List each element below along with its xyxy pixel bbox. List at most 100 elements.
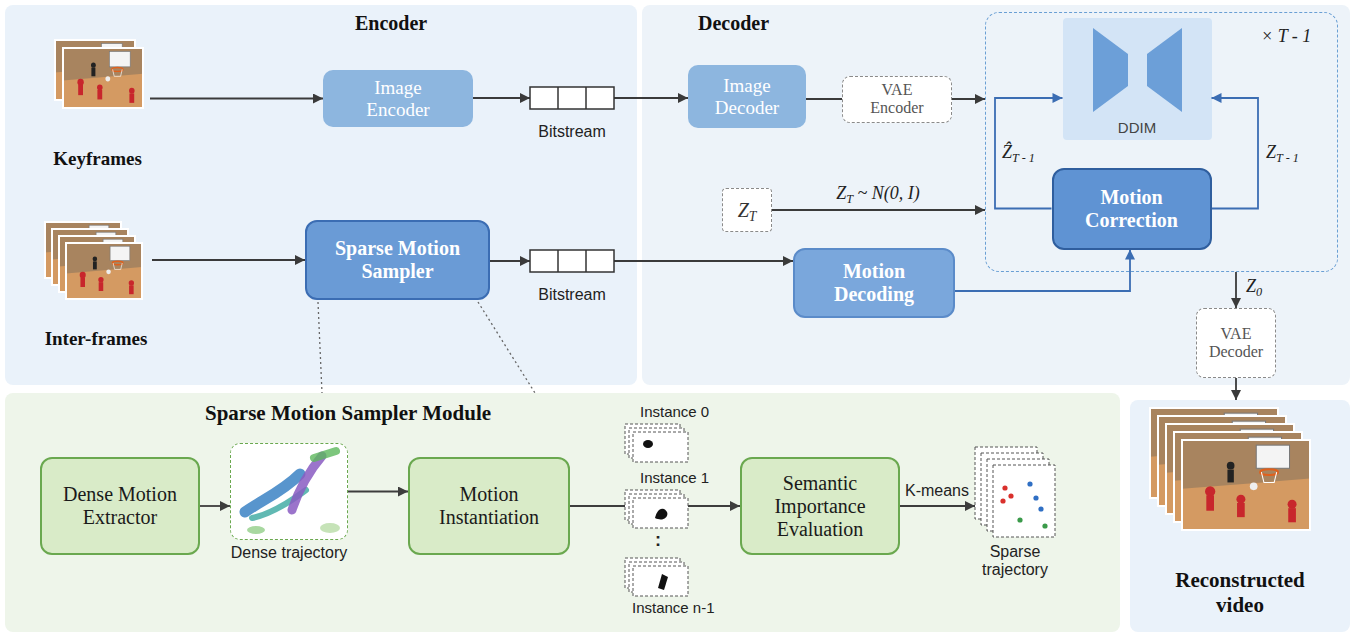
process-box: Dense Motion Extractor (40, 457, 200, 555)
connector-arrow (348, 491, 408, 493)
connector-arrow (1235, 378, 1237, 400)
connector-arrow (1212, 98, 1259, 209)
trajectory-box: Dense trajectory (230, 443, 348, 540)
zoom-leader (318, 302, 322, 393)
math-rest: ~ N(0, I) (853, 183, 920, 203)
node-label: Bitstream (538, 123, 606, 141)
connector-arrow (614, 97, 688, 99)
trajectory-point (1038, 506, 1043, 511)
correction-box: Motion Correction (1052, 168, 1212, 250)
decoder-box: Image Decoder (688, 65, 806, 128)
output-panel: Reconstructed video (1130, 400, 1350, 632)
trajectory-point (1008, 493, 1013, 498)
panel-heading: × T - 1 (1261, 26, 1311, 47)
edge-label: ẐT - 1 (1000, 142, 1037, 163)
edge-label-holder: ZT - 1 (1264, 142, 1301, 163)
label-holder: Instance 0 (640, 403, 709, 420)
trajectory-box-fill (230, 443, 348, 540)
math-symbol: Z (1266, 142, 1276, 162)
connector-arrow (490, 260, 530, 262)
interframe-photo (66, 243, 142, 299)
connector-arrow (150, 98, 323, 100)
output-photo (1182, 440, 1310, 530)
decoder-panel: DecoderImage DecoderVAE EncoderZT× T - 1… (642, 5, 1350, 385)
instance-mask (655, 509, 667, 520)
photo-frame (66, 243, 142, 299)
math-subscript: T - 1 (1012, 151, 1035, 165)
connector-arrow (1235, 272, 1237, 308)
connector-arrow (955, 250, 1130, 292)
edge-label: ZT - 1 (1264, 142, 1301, 163)
node-label: Semantic Importance Evaluation (750, 472, 890, 541)
node-label: Motion Instantiation (419, 483, 559, 529)
connector-arrow (473, 97, 530, 99)
ddim-fill (1063, 18, 1212, 140)
process-box: Semantic Importance Evaluation (740, 457, 900, 555)
math-symbol: Ẑ (1002, 142, 1012, 162)
encoder-box: Image Encoder (323, 70, 473, 127)
node-label: Reconstructed video (1160, 568, 1320, 618)
connector-arrow (900, 505, 975, 507)
bitstream-symbol (530, 250, 614, 272)
trajectory-stroke (314, 451, 336, 458)
math-subscript: 0 (1256, 285, 1262, 299)
instance-frame (633, 432, 688, 462)
noise-box: ZT (722, 188, 772, 232)
connector-arrow (200, 505, 230, 507)
instance-mask (643, 440, 653, 448)
node-label: Keyframes (53, 148, 142, 170)
trajectory-blob (247, 526, 265, 534)
trajectory-blob (320, 523, 340, 533)
keyframe-photo (63, 48, 143, 108)
math-subscript: T - 1 (1276, 151, 1299, 165)
zoom-leader (478, 302, 535, 393)
connector-arrow (952, 98, 985, 100)
trajectory-point (1000, 498, 1005, 503)
bitstream-divider (585, 87, 587, 109)
instance-label: : (655, 530, 661, 551)
node-label: ZT (738, 199, 757, 222)
node-label: Image Encoder (352, 77, 444, 121)
edge-label-holder: Z0 (1244, 276, 1264, 297)
edge-label: K-means (903, 482, 971, 500)
panel-heading: Encoder (355, 12, 427, 35)
math-subscript: T (749, 209, 757, 224)
module-panel: Sparse Motion Sampler ModuleDense Motion… (5, 393, 1120, 632)
instance-stack (625, 490, 688, 528)
sampler-box: Sparse Motion Sampler (305, 220, 490, 300)
math-symbol: Z (1246, 276, 1256, 296)
instance-stack (625, 424, 688, 462)
process-box: Motion Instantiation (408, 457, 570, 555)
instance-label: Instance n-1 (632, 599, 715, 616)
motion-decoding-box: Motion Decoding (793, 248, 955, 318)
encoder-panel: EncoderKeyframesImage EncoderBitstreamIn… (5, 5, 637, 385)
bitstream: Bitstream (530, 250, 614, 304)
node-label: Bitstream (538, 286, 606, 304)
node-label: Dense trajectory (231, 544, 348, 562)
math-symbol: Z (836, 183, 846, 203)
edge-label-holder: K-means (903, 482, 971, 500)
output-panel-fill (1130, 400, 1350, 632)
panel-heading: Decoder (698, 12, 769, 35)
node-label: Motion Correction (1067, 186, 1197, 232)
instance-frame (633, 498, 688, 528)
node-label: VAE Encoder (855, 81, 939, 117)
trajectory-point (1027, 481, 1032, 486)
vae-decoder-box: VAE Decoder (1196, 308, 1276, 378)
edge-label-holder: ZT ~ N(0, I) (834, 183, 922, 204)
connector-arrow (772, 209, 985, 211)
trajectory-point (1002, 485, 1007, 490)
trajectory-point (1042, 523, 1047, 528)
trajectory-point (1017, 517, 1022, 522)
instance-mask (658, 574, 668, 590)
trajectory-stroke (292, 456, 322, 510)
node-label: Dense Motion Extractor (50, 483, 190, 529)
ddim-block: DDIM (1063, 18, 1212, 140)
keyframes-stack: Keyframes (45, 35, 150, 172)
module-panel-fill (5, 393, 1120, 632)
bitstream-symbol (530, 87, 614, 109)
instance-label: Instance 0 (640, 403, 709, 420)
